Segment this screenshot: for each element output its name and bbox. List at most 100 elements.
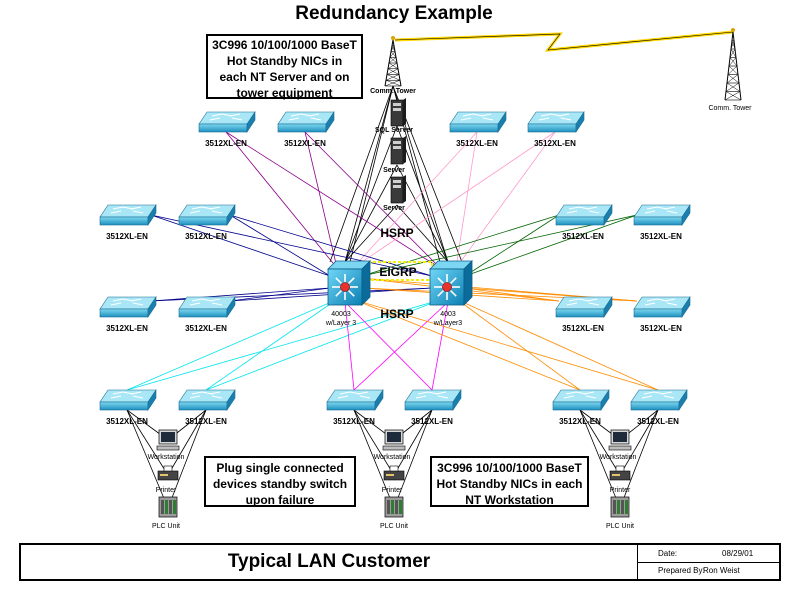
- device-link: [167, 409, 207, 476]
- plc-unit-3: [610, 496, 630, 518]
- printer-label-2: Printer: [382, 487, 403, 494]
- core-switch-2: [429, 260, 473, 306]
- workstation-nics-note: 3C996 10/100/1000 BaseT Hot Standby NICs…: [430, 456, 589, 507]
- server-3: [390, 175, 406, 204]
- core-1-desc: w/Layer 3: [325, 320, 356, 327]
- comm-tower-1-label: Comm. Tower: [370, 88, 416, 95]
- plc-unit-label-2: PLC Unit: [380, 523, 408, 530]
- comm-tower-2: [724, 28, 742, 101]
- bottom-switch-link: [126, 299, 337, 391]
- top-switch-link: [352, 131, 556, 269]
- switch-label: 3512XL-EN: [106, 232, 148, 241]
- core-1-model: 40003: [331, 311, 351, 318]
- switch-m1: [99, 204, 157, 226]
- workstation-3: [608, 429, 632, 451]
- switch-label: 3512XL-EN: [411, 417, 453, 426]
- device-link: [393, 409, 433, 476]
- wireless-link-outline: [394, 31, 734, 51]
- server-1-label: SQL Server: [375, 127, 413, 134]
- switch-l4: [633, 296, 691, 318]
- bottom-switch-link: [344, 301, 433, 391]
- prepared-by-value: Ron Weist: [703, 566, 740, 575]
- device-link: [393, 409, 433, 509]
- server-3-label: Server: [383, 205, 405, 212]
- plc-unit-2: [384, 496, 404, 518]
- workstation-label-2: Workstation: [374, 454, 411, 461]
- bottom-switch-link: [353, 301, 449, 391]
- printer-label-1: Printer: [156, 487, 177, 494]
- nodes-layer: [99, 28, 742, 518]
- eigrp-label: EIGRP: [379, 265, 416, 279]
- switch-t4: [527, 111, 585, 133]
- device-link: [167, 409, 207, 509]
- wireless-link: [394, 30, 734, 52]
- top-switch-link: [455, 131, 556, 269]
- top-switch-link: [225, 131, 441, 269]
- top-switch-link: [304, 131, 338, 269]
- switch-m3: [555, 204, 613, 226]
- bottom-switch-link: [126, 299, 441, 391]
- bottom-switch-link: [354, 299, 581, 391]
- switch-label: 3512XL-EN: [562, 324, 604, 333]
- server-nics-note: 3C996 10/100/1000 BaseT Hot Standby NICs…: [206, 34, 363, 100]
- switch-b4: [404, 389, 462, 411]
- switch-label: 3512XL-EN: [185, 324, 227, 333]
- switch-b6: [630, 389, 688, 411]
- date-value: 08/29/01: [722, 549, 754, 558]
- device-link: [619, 409, 659, 476]
- plug-single-note: Plug single connected devices standby sw…: [204, 456, 356, 507]
- server-link: [396, 204, 449, 263]
- switch-label: 3512XL-EN: [456, 139, 498, 148]
- top-switch-link: [225, 131, 338, 269]
- switch-label: 3512XL-EN: [284, 139, 326, 148]
- printer-2: [383, 465, 405, 481]
- bottom-switch-link: [431, 301, 449, 391]
- bottom-switch-link: [354, 299, 659, 391]
- switch-b2: [178, 389, 236, 411]
- switch-label: 3512XL-EN: [333, 417, 375, 426]
- switch-m4: [633, 204, 691, 226]
- device-link: [579, 409, 621, 476]
- core-switch-1: [327, 260, 371, 306]
- workstation-1: [156, 429, 180, 451]
- switch-l1: [99, 296, 157, 318]
- plc-unit-label-1: PLC Unit: [152, 523, 180, 530]
- low-switch-link: [229, 287, 331, 302]
- device-link: [126, 409, 169, 476]
- mid-switch-link: [150, 214, 331, 277]
- device-link: [126, 409, 169, 509]
- server-link: [344, 85, 394, 263]
- plc-unit-label-3: PLC Unit: [606, 523, 634, 530]
- core-2-desc: w/Layer3: [433, 320, 463, 327]
- device-link: [619, 409, 659, 509]
- switch-label: 3512XL-EN: [637, 417, 679, 426]
- server-2-label: Server: [383, 167, 405, 174]
- server-1: [390, 98, 406, 127]
- title-block-name: Typical LAN Customer: [21, 545, 638, 579]
- switch-t2: [277, 111, 335, 133]
- switch-label: 3512XL-EN: [534, 139, 576, 148]
- printer-1: [157, 465, 179, 481]
- device-link: [353, 409, 395, 476]
- workstation-label-3: Workstation: [600, 454, 637, 461]
- top-switch-link: [304, 131, 441, 269]
- workstation-2: [382, 429, 406, 451]
- comm-tower-2-label: Comm. Tower: [708, 105, 752, 112]
- server-2: [390, 136, 406, 165]
- device-link: [579, 409, 621, 509]
- switch-b5: [552, 389, 610, 411]
- bottom-switch-link: [205, 299, 337, 391]
- title-block: Typical LAN Customer Date: 08/29/01 Prep…: [19, 543, 781, 581]
- mid-switch-link: [464, 214, 560, 277]
- switch-label: 3512XL-EN: [106, 417, 148, 426]
- hsrp-label-bottom: HSRP: [380, 307, 413, 321]
- bottom-switch-link: [457, 299, 659, 391]
- switch-label: 3512XL-EN: [106, 324, 148, 333]
- comm-tower-1: [384, 36, 402, 87]
- switch-label: 3512XL-EN: [205, 139, 247, 148]
- core-2-model: 4003: [440, 311, 456, 318]
- mid-switch-link: [464, 214, 638, 277]
- server-link: [344, 125, 398, 263]
- hsrp-label-top: HSRP: [380, 226, 413, 240]
